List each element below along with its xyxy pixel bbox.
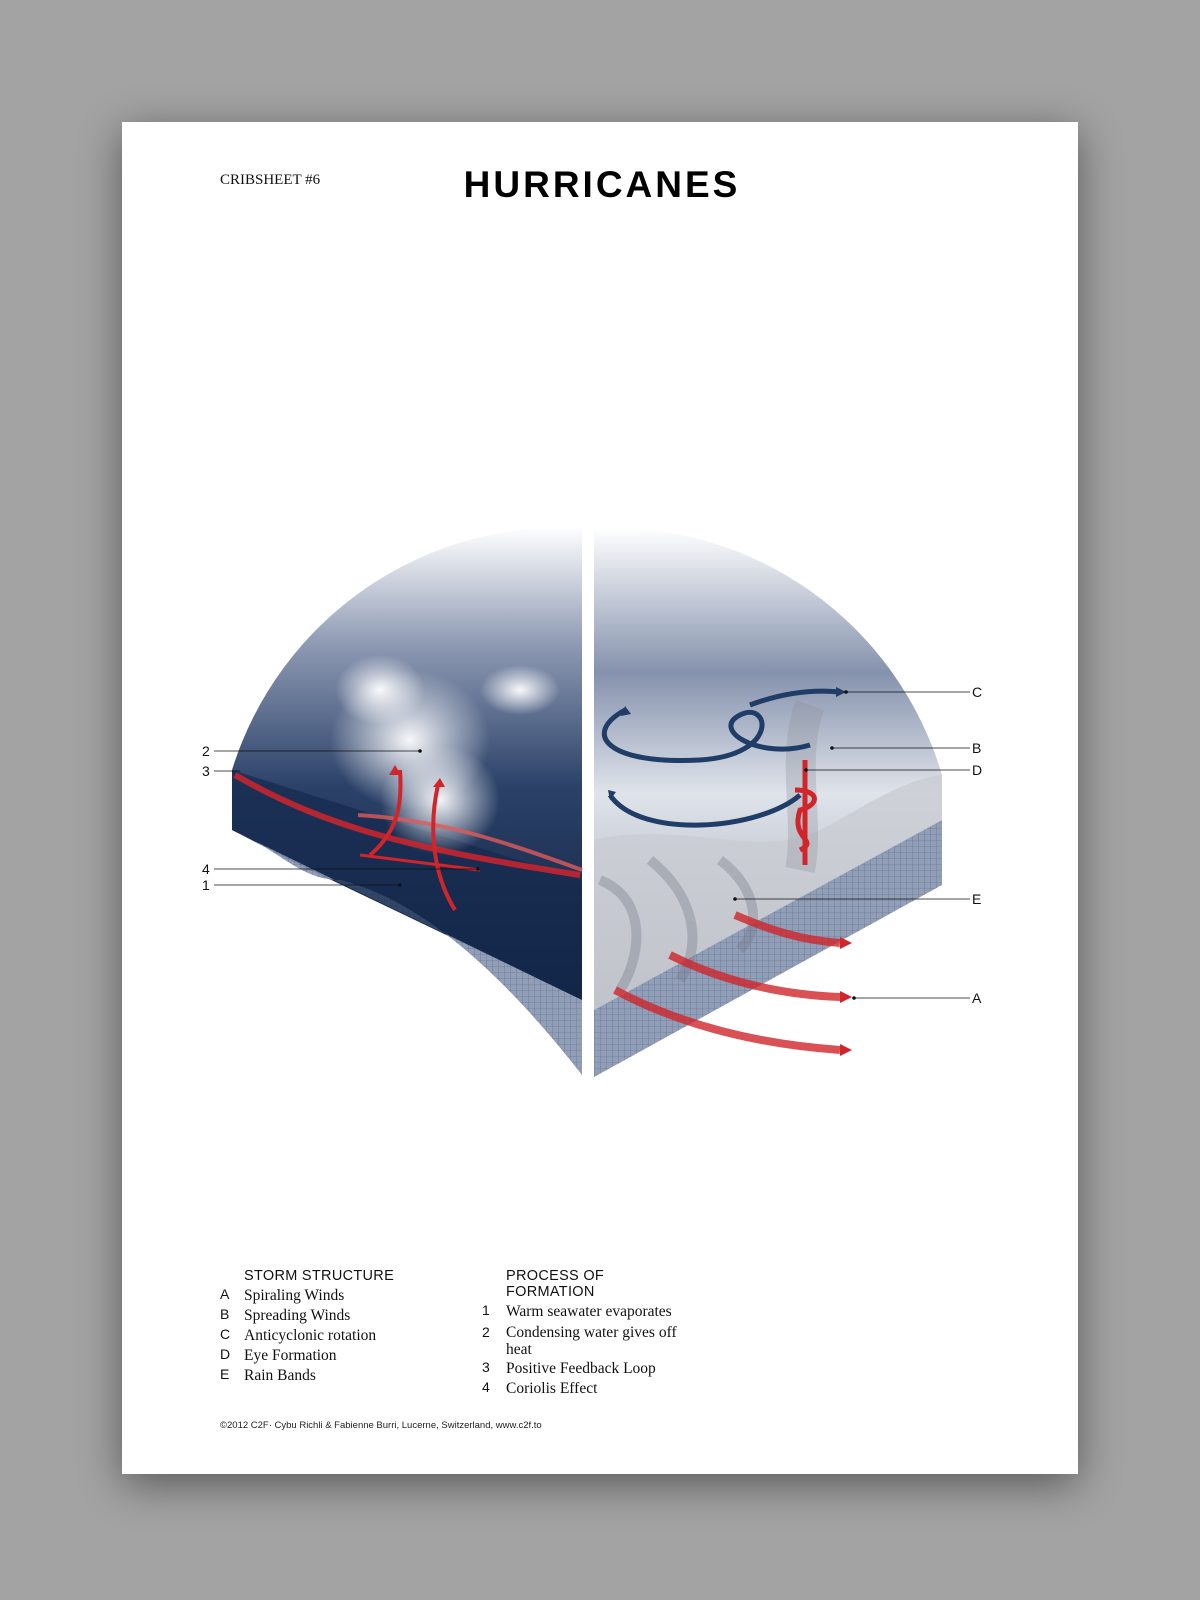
- poster-sheet: CRIBSHEET #6 HURRICANES: [122, 122, 1078, 1474]
- label-2: 2: [202, 743, 210, 759]
- spiraling-wind-arrows: [613, 911, 841, 1054]
- coriolis-arrow: [233, 772, 581, 878]
- eye-arrow: [794, 760, 817, 865]
- label-leaders: [214, 691, 970, 999]
- label-b: B: [972, 740, 981, 756]
- evaporation-arrow: [368, 769, 403, 857]
- hurricane-diagram: 2 3 4 1 C B D E A: [202, 527, 982, 1077]
- label-3: 3: [202, 763, 210, 779]
- legend-heading: PROCESS OF FORMATION: [506, 1268, 605, 1300]
- label-1: 1: [202, 877, 210, 893]
- label-d: D: [972, 762, 982, 778]
- label-4: 4: [202, 861, 210, 877]
- series-label: CRIBSHEET #6: [220, 172, 321, 188]
- wind-spiral-arrows: [601, 688, 841, 828]
- left-cross-section: [232, 527, 583, 1075]
- page-title: HURRICANES: [463, 164, 741, 205]
- copyright-footer: ©2012 C2F· Cybu Richli & Fabienne Burri,…: [220, 1420, 542, 1431]
- label-c: C: [972, 684, 982, 700]
- right-cross-section: [594, 527, 942, 1077]
- label-e: E: [972, 891, 981, 907]
- label-a: A: [972, 990, 982, 1006]
- legend-heading: STORM STRUCTURE: [244, 1268, 395, 1284]
